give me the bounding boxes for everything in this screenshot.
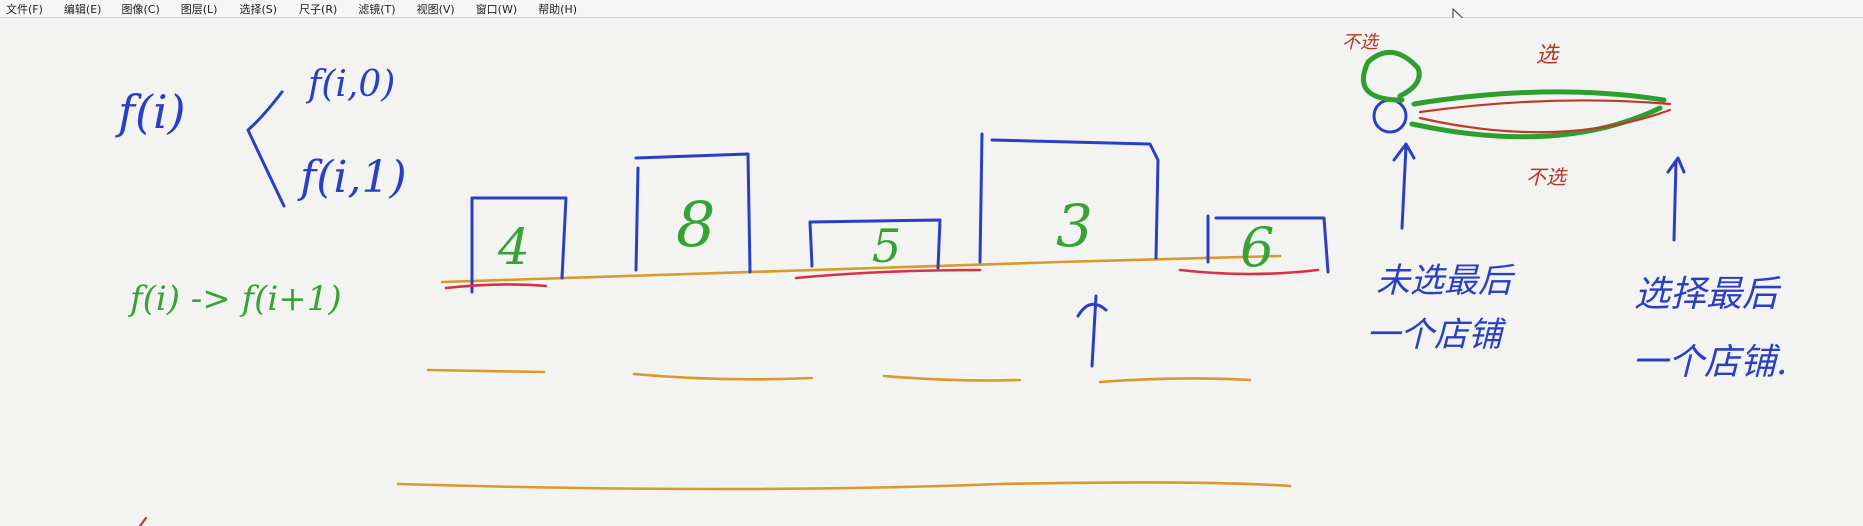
transition-formula: f(i) -> f(i+1) [127, 279, 342, 319]
label-not-select-bottom: 不选 [1526, 165, 1568, 189]
shop-value-1: 4 [497, 218, 530, 276]
red-overlay-arrows [1418, 99, 1672, 134]
orange-segment-1 [426, 368, 546, 374]
shop-box-2: 8 [634, 152, 752, 274]
formula-group: f(i) f(i,0) f(i,1) [115, 64, 407, 208]
arrow-to-right-state [1411, 89, 1667, 107]
menu-edit[interactable]: 编辑(E) [63, 2, 102, 16]
shop-value-2: 8 [676, 188, 715, 261]
shop-box-3: 5 [808, 218, 942, 273]
caption-right-line-2: 一个店铺. [1632, 342, 1787, 383]
shop-box-5: 6 [1206, 214, 1330, 279]
menu-select[interactable]: 选择(S) [239, 2, 278, 16]
self-loop-arrow [1360, 50, 1422, 103]
menu-ruler[interactable]: 尺子(R) [299, 2, 338, 16]
red-tick-mark [138, 516, 148, 526]
arrow-up-left-state [1392, 142, 1416, 230]
arrow-up-marker [1076, 294, 1108, 368]
orange-long-baseline [396, 481, 1292, 491]
crimson-mark-2 [794, 268, 982, 280]
state-node-left [1372, 98, 1408, 134]
menu-view[interactable]: 视图(V) [416, 2, 455, 16]
orange-segment-3 [882, 374, 1022, 382]
caption-left-line-1: 未选最后 [1376, 261, 1516, 301]
shop-value-3: 5 [872, 219, 901, 273]
orange-segment-4 [1098, 377, 1252, 384]
shop-value-4: 3 [1056, 192, 1093, 260]
orange-segment-2 [632, 372, 814, 381]
formula-main: f(i) [115, 85, 186, 139]
arrow-up-right-state [1666, 156, 1686, 242]
shop-box-1: 4 [470, 196, 568, 294]
label-select: 选 [1536, 43, 1560, 68]
formula-branch-1: f(i,1) [297, 152, 407, 203]
whiteboard-canvas[interactable]: f(i) f(i,0) f(i,1) f(i) -> f(i+1) 4 8 5 … [0, 18, 1863, 526]
formula-branch-0: f(i,0) [305, 64, 395, 105]
menu-help[interactable]: 帮助(H) [538, 2, 578, 16]
brace-mark [246, 90, 286, 208]
caption-left-line-2: 一个店铺 [1366, 315, 1507, 355]
crimson-mark-1 [444, 283, 548, 290]
label-not-select-top: 不选 [1342, 32, 1380, 53]
menu-filter[interactable]: 滤镜(T) [358, 2, 396, 16]
arrow-back-to-left-state [1409, 105, 1663, 140]
menu-file[interactable]: 文件(F) [6, 2, 43, 16]
menu-bar: 文件(F) 编辑(E) 图像(C) 图层(L) 选择(S) 尺子(R) 滤镜(T… [0, 0, 1863, 18]
shop-value-5: 6 [1240, 216, 1274, 279]
state-diagram: 不选 选 不选 [1342, 32, 1686, 242]
crimson-mark-3 [1178, 268, 1320, 276]
menu-layer[interactable]: 图层(L) [180, 2, 218, 16]
caption-right-line-1: 选择最后 [1634, 274, 1782, 315]
menu-image[interactable]: 图像(C) [121, 2, 160, 16]
menu-window[interactable]: 窗口(W) [475, 2, 518, 16]
shop-box-4: 3 [978, 132, 1160, 264]
whiteboard-drawing: f(i) f(i,0) f(i,1) f(i) -> f(i+1) 4 8 5 … [115, 32, 1787, 526]
orange-baseline [440, 254, 1282, 284]
